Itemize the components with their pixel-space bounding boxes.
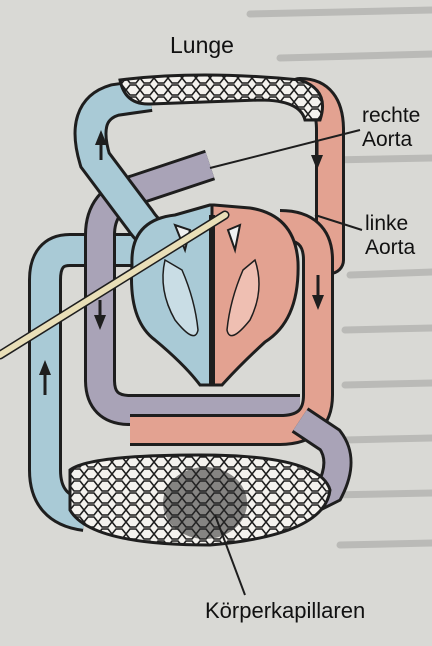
flow-arrows: [39, 130, 324, 395]
label-rechte-aorta-line2: Aorta: [362, 128, 413, 152]
heart: [130, 203, 300, 387]
arrow-down-mixed-icon: [94, 315, 106, 330]
page-text-background: [246, 6, 432, 549]
label-lunge: Lunge: [170, 32, 234, 58]
arrow-down-left-aorta-icon: [312, 295, 324, 310]
arrow-down-right-loop-icon: [311, 155, 323, 170]
lung-capillary-network: [118, 73, 324, 122]
label-linke-aorta: linke Aorta: [365, 212, 415, 260]
label-linke-aorta-line1: linke: [365, 212, 409, 235]
label-rechte-aorta-line1: rechte: [362, 104, 421, 127]
label-rechte-aorta: rechte Aorta: [362, 104, 420, 152]
leader-lines: [209, 129, 363, 596]
leader-koerperkapillaren: [214, 514, 246, 596]
label-linke-aorta-line2: Aorta: [365, 236, 416, 260]
leader-linke-aorta: [314, 214, 363, 231]
label-koerperkapillaren: Körperkapillaren: [205, 598, 366, 623]
leader-rechte-aorta: [209, 129, 361, 169]
